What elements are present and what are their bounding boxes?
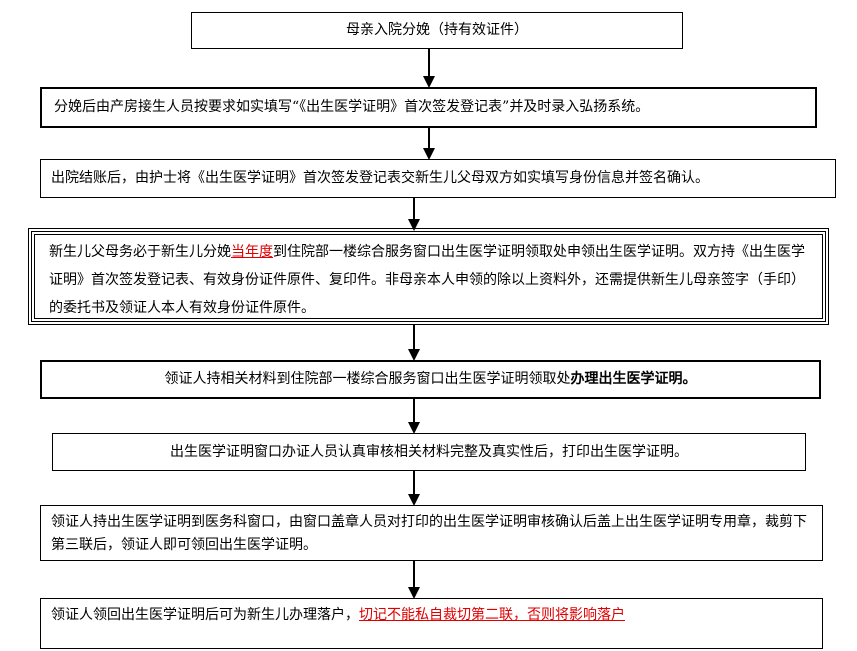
flow-arrow [408, 399, 420, 434]
step-highlight: 当年度 [231, 244, 273, 260]
step-apply: 新生儿父母务必于新生儿分娩当年度到住院部一楼综合服务窗口出生医学证明领取处申领出… [28, 228, 829, 325]
flow-arrow [408, 561, 420, 599]
step-text: 新生儿父母务必于新生儿分娩 [49, 244, 231, 260]
step-process-certificate: 领证人持相关材料到住院部一楼综合服务窗口出生医学证明领取处办理出生医学证明。 [40, 360, 821, 399]
flow-arrow [408, 325, 420, 361]
step-household-registration: 领证人领回出生医学证明后可为新生儿办理落户，切记不能私自裁切第二联，否则将影响落… [40, 598, 823, 649]
step-text: 分娩后由产房接生人员按要求如实填写“《出生医学证明》首次签发登记表”并及时录入弘… [54, 99, 650, 115]
step-text: 出生医学证明窗口办证人员认真审核相关材料完整及真实性后，打印出生医学证明。 [170, 444, 688, 460]
flow-arrow [408, 471, 420, 506]
flow-arrow [423, 49, 435, 88]
flow-arrow [423, 128, 435, 160]
step-warning: 切记不能私自裁切第二联，否则将影响落户 [359, 607, 625, 623]
step-text: 领证人领回出生医学证明后可为新生儿办理落户， [51, 607, 359, 623]
step-bold: 办理出生医学证明。 [570, 371, 697, 387]
step-text: 出院结账后，由护士将《出生医学证明》首次签发登记表交新生儿父母双方如实填写身份信… [51, 170, 709, 186]
step-text: 到住院部一楼综合服务窗口出生医学证明领取处申领出生医学证明。双方持《出生医学证明… [49, 244, 805, 316]
step-admission: 母亲入院分娩（持有效证件） [191, 12, 683, 49]
step-text: 领证人持出生医学证明到医务科窗口，由窗口盖章人员对打印的出生医学证明审核确认后盖… [51, 514, 807, 553]
flow-arrow [408, 198, 420, 231]
step-print: 出生医学证明窗口办证人员认真审核相关材料完整及真实性后，打印出生医学证明。 [52, 433, 806, 471]
step-register-form: 分娩后由产房接生人员按要求如实填写“《出生医学证明》首次签发登记表”并及时录入弘… [40, 87, 817, 128]
step-stamp: 领证人持出生医学证明到医务科窗口，由窗口盖章人员对打印的出生医学证明审核确认后盖… [40, 505, 823, 561]
step-discharge-sign: 出院结账后，由护士将《出生医学证明》首次签发登记表交新生儿父母双方如实填写身份信… [40, 159, 836, 198]
step-text: 领证人持相关材料到住院部一楼综合服务窗口出生医学证明领取处 [164, 371, 571, 387]
step-text: 母亲入院分娩（持有效证件） [346, 22, 528, 38]
